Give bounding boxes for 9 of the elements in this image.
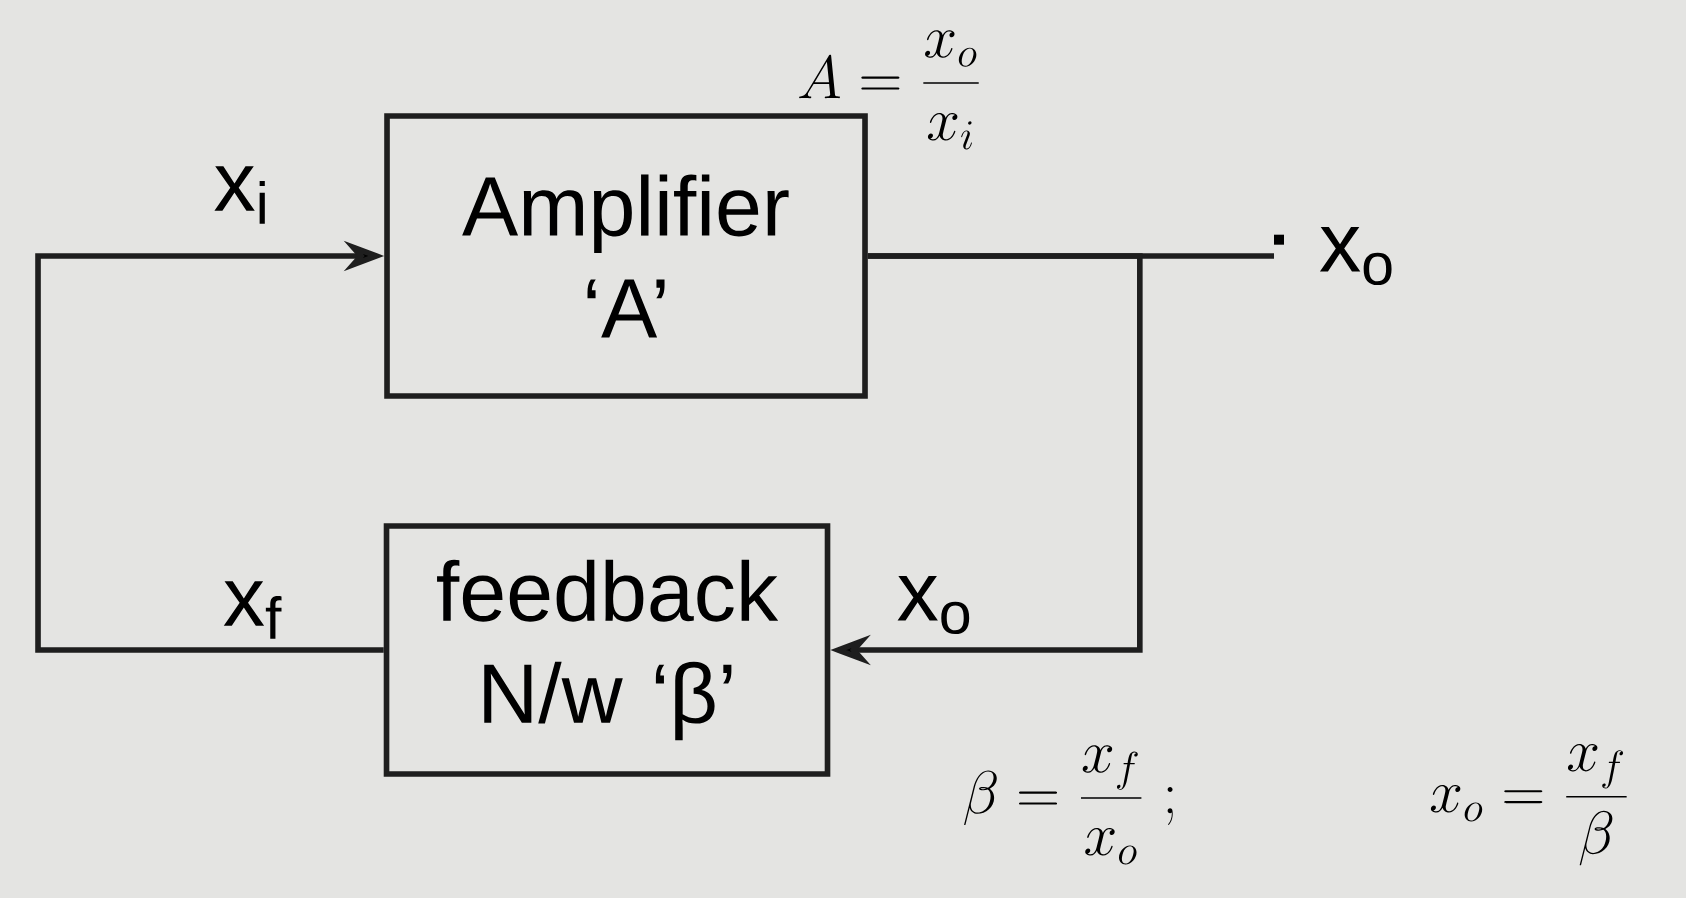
block-box: Amplifier ‘A’ — [384, 113, 868, 399]
signal-label: x$_{i}$ — [214, 166, 265, 224]
formula: $\beta=\frac{x_f}{x_o}\;;$ — [964, 745, 1173, 865]
edge-label: x$_{f}$ — [223, 581, 282, 639]
edge-label: x$_{o}$ — [897, 575, 970, 635]
node-label: x$_{o}$ — [1319, 226, 1392, 286]
block-box: feedback N/w ‘β’ — [383, 523, 831, 777]
output-terminal: x$_{o}$ — [1274, 226, 1392, 286]
formula: $x_o=\frac{x_f}{\beta}$ — [1430, 744, 1627, 866]
